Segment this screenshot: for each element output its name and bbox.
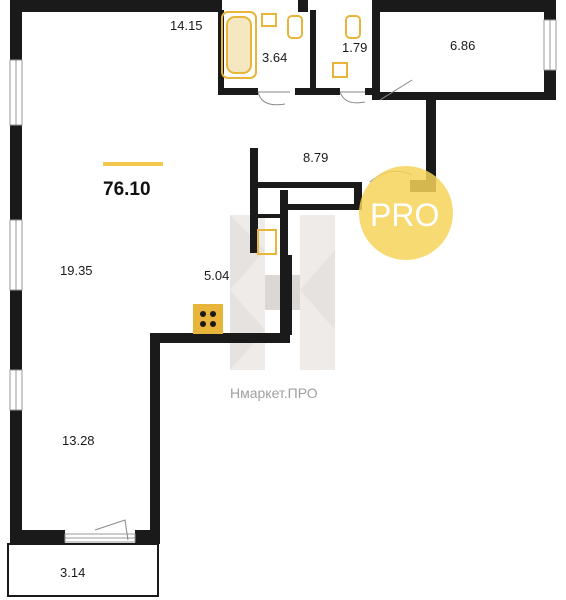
room-label-5-04: 5.04	[204, 268, 229, 283]
watermark-text: Нмаркет.ПРО	[230, 385, 318, 401]
toilet-icon-2	[345, 15, 361, 39]
room-label-3-14: 3.14	[60, 565, 85, 580]
total-area-underline	[103, 162, 163, 166]
sink-icon-2	[332, 62, 348, 78]
sink-icon	[261, 13, 277, 27]
walls	[10, 0, 556, 545]
room-label-6-86: 6.86	[450, 38, 475, 53]
pro-badge-text: PRO	[370, 197, 439, 233]
room-label-14-15: 14.15	[170, 18, 203, 33]
sink-icon-3	[257, 229, 277, 255]
watermark-logo	[230, 215, 335, 370]
room-label-3-64: 3.64	[262, 50, 287, 65]
room-label-8-79: 8.79	[303, 150, 328, 165]
bathtub-icon	[221, 11, 257, 79]
room-label-19-35: 19.35	[60, 263, 93, 278]
room-label-13-28: 13.28	[62, 433, 95, 448]
fixtures	[193, 11, 361, 334]
toilet-icon	[287, 15, 303, 39]
room-label-1-79: 1.79	[342, 40, 367, 55]
balcony	[7, 543, 159, 597]
total-area: 76.10	[103, 179, 151, 200]
windows	[9, 19, 557, 543]
pro-badge	[359, 166, 453, 260]
stove-icon	[193, 304, 223, 334]
